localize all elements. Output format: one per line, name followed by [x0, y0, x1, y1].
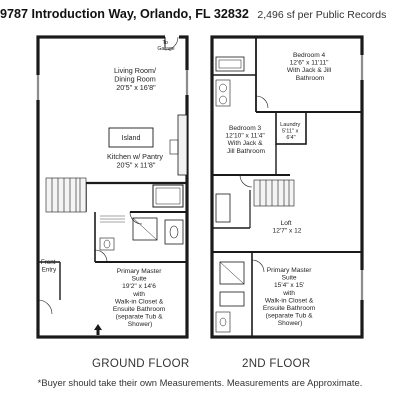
second-floor-title: 2ND FLOOR [242, 358, 311, 370]
ground-vanity [164, 219, 184, 245]
jack-jill-tub [215, 56, 245, 72]
laundry-label: Laundry 5'11" x 6'4" [280, 122, 302, 141]
laundry-room [275, 111, 307, 145]
ground-outer-wall [36, 35, 189, 339]
second-shower [219, 261, 245, 285]
second-floor-plan [210, 35, 364, 339]
property-address: 9787 Introduction Way, Orlando, FL 32832 [0, 7, 249, 21]
loft-label: Loft 12'7" x 12 [273, 220, 302, 235]
jack-jill-vanity [215, 79, 231, 107]
kitchen-island [108, 127, 154, 148]
second-stairs [253, 179, 295, 207]
to-garage-label: To Garage [157, 40, 174, 52]
living-room-label: Living Room/ Dining Room 20'5" x 16'8" [114, 66, 158, 92]
hall-tub [215, 193, 231, 223]
ground-floor-title: GROUND FLOOR [92, 358, 190, 370]
listing-header: 9787 Introduction Way, Orlando, FL 32832… [0, 6, 400, 23]
ground-shower [132, 217, 158, 241]
ground-master-label: Primary Master Suite 19'2" x 14'6 with W… [113, 268, 167, 328]
island-label: Island [122, 135, 141, 142]
square-footage: 2,496 sf per Public Records [257, 9, 387, 21]
kitchen-counter [177, 114, 188, 176]
bedroom3-label: Bedroom 3 12'10" x 11'4" With Jack & Jil… [225, 125, 266, 155]
second-master-label: Primary Master Suite 15'4" x 15' with Wa… [263, 267, 317, 327]
second-outer-wall [210, 35, 364, 339]
front-entry-label: Front Entry [41, 259, 57, 274]
ground-stairs [45, 177, 87, 213]
second-master-tub [219, 291, 245, 307]
entry-arrow-icon [94, 324, 102, 335]
ground-floor-plan [36, 34, 189, 339]
kitchen-label: Kitchen w/ Pantry 20'5" x 11'8" [107, 152, 165, 170]
ground-tub [152, 184, 184, 208]
measurement-disclaimer: *Buyer should take their own Measurement… [37, 377, 363, 388]
bedroom4-label: Bedroom 4 12'6" x 11'11" With Jack & Jil… [287, 52, 333, 82]
